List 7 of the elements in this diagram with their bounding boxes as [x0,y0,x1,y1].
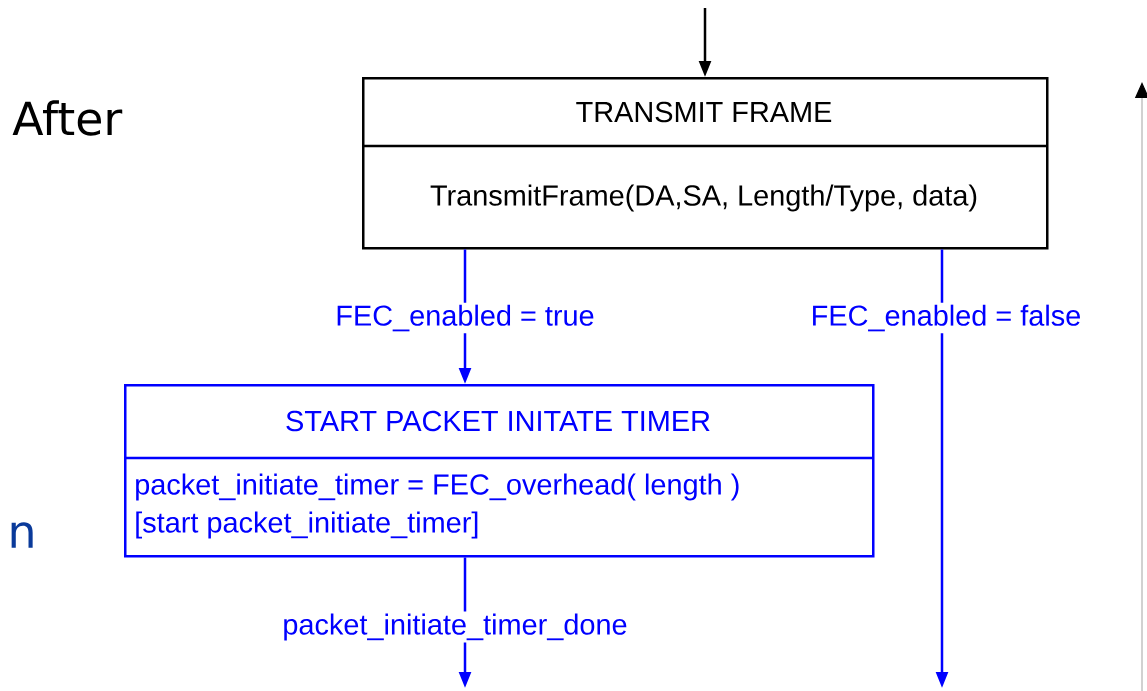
slide-text: After [12,100,123,136]
state-box: TRANSMIT FRAME TransmitFrame(DA,SA, Length/Type, data) [362,77,1049,250]
slide-text: n [11,522,33,548]
edge-label: FEC_enabled = false [808,302,1084,334]
edge-label: packet_initiate_timer_done [280,611,630,643]
edge-label: FEC_enabled = true [333,302,597,334]
state-box: START PACKET INITATE TIMER packet_initiate_timer = FEC_overhead( length ) [start packet_initiate_timer] [124,384,875,558]
